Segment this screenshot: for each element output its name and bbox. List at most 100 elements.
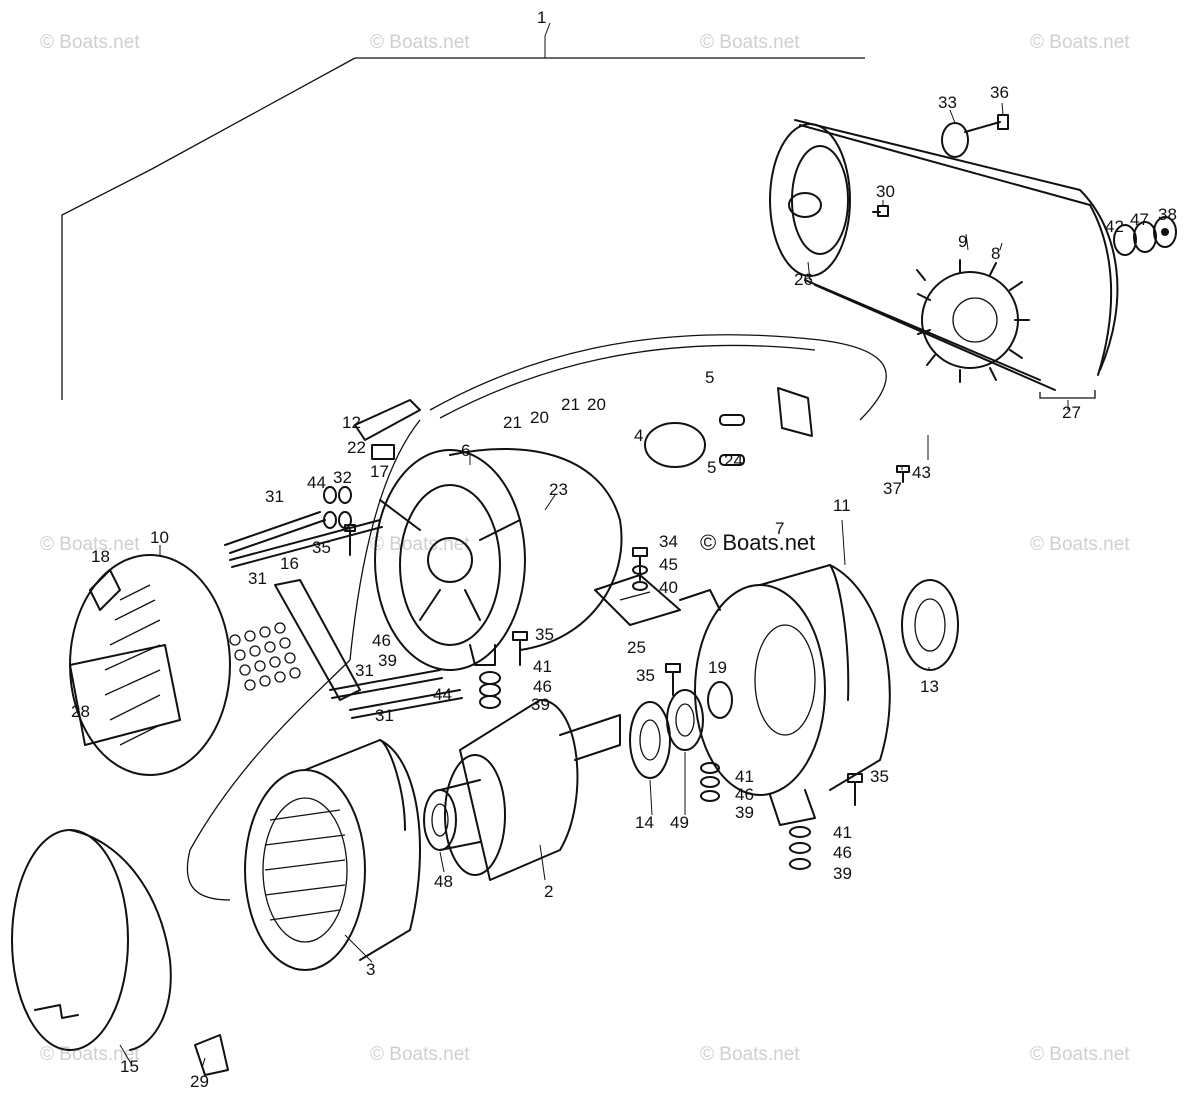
center-hardware — [323, 486, 501, 709]
callout-46: 46 — [533, 677, 552, 696]
bearing-cover — [901, 579, 959, 671]
callout-30: 30 — [876, 182, 895, 201]
end-bracket — [374, 447, 623, 671]
callout-37: 37 — [883, 479, 902, 498]
callout-44: 44 — [307, 473, 326, 492]
terminal-block — [354, 399, 421, 460]
terminal-board — [229, 579, 361, 701]
callout-29: 29 — [190, 1072, 209, 1091]
callout-46: 46 — [372, 631, 391, 650]
washer-stack — [632, 565, 811, 870]
callout-19: 19 — [708, 658, 727, 677]
watermark: © Boats.net — [370, 32, 470, 53]
copyright-label: © Boats.net — [700, 530, 815, 555]
callout-3: 3 — [366, 960, 375, 979]
callout-22: 22 — [347, 438, 366, 457]
brush-holder — [644, 387, 813, 468]
callout-2: 2 — [544, 882, 553, 901]
callout-44: 44 — [433, 685, 452, 704]
callout-47: 47 — [1130, 210, 1149, 229]
callout-13: 13 — [920, 677, 939, 696]
callout-34: 34 — [659, 532, 678, 551]
callout-46: 46 — [833, 843, 852, 862]
callout-35: 35 — [870, 767, 889, 786]
callout-27: 27 — [1062, 403, 1081, 422]
leader-lines — [119, 22, 1069, 1069]
callout-4: 4 — [634, 426, 643, 445]
watermark: © Boats.net — [1030, 32, 1130, 53]
callout-15: 15 — [120, 1057, 139, 1076]
callout-18: 18 — [91, 547, 110, 566]
callout-36: 36 — [990, 83, 1009, 102]
callout-33: 33 — [938, 93, 957, 112]
callout-labels: 1 2 3 4 5 5 6 7 8 9 10 11 12 13 14 15 16… — [71, 8, 1177, 1091]
stator-shroud — [11, 829, 229, 1076]
rear-cover-hardware — [872, 114, 1177, 256]
watermark: © Boats.net — [1030, 534, 1130, 555]
callout-38: 38 — [1158, 205, 1177, 224]
callout-49: 49 — [670, 813, 689, 832]
watermark: © Boats.net — [700, 32, 800, 53]
front-housing — [679, 564, 891, 826]
callout-6: 6 — [461, 441, 470, 460]
callout-28: 28 — [71, 702, 90, 721]
callout-8: 8 — [991, 244, 1000, 263]
end-cover — [69, 554, 231, 776]
callout-41: 41 — [735, 767, 754, 786]
callout-35: 35 — [636, 666, 655, 685]
callout-48: 48 — [434, 872, 453, 891]
callout-25: 25 — [627, 638, 646, 657]
callout-7: 7 — [775, 519, 784, 538]
watermark: © Boats.net — [370, 1044, 470, 1065]
bearings — [629, 681, 733, 779]
callout-31: 31 — [265, 487, 284, 506]
callout-40: 40 — [659, 578, 678, 597]
callout-41: 41 — [833, 823, 852, 842]
watermark: © Boats.net — [370, 534, 470, 555]
watermark: © Boats.net — [40, 534, 140, 555]
callout-10: 10 — [150, 528, 169, 547]
watermark: © Boats.net — [40, 32, 140, 53]
callout-5: 5 — [707, 458, 716, 477]
callout-16: 16 — [280, 554, 299, 573]
bolts — [512, 465, 910, 806]
callout-32: 32 — [333, 468, 352, 487]
callout-43: 43 — [912, 463, 931, 482]
callout-21: 21 — [503, 413, 522, 432]
callout-42: 42 — [1105, 217, 1124, 236]
callout-39: 39 — [735, 803, 754, 822]
callout-39: 39 — [378, 651, 397, 670]
callout-5: 5 — [705, 368, 714, 387]
callout-31: 31 — [355, 661, 374, 680]
callout-20: 20 — [530, 408, 549, 427]
assembly-bracket — [61, 36, 865, 400]
callout-9: 9 — [958, 232, 967, 251]
callout-45: 45 — [659, 555, 678, 574]
callout-17: 17 — [370, 462, 389, 481]
callout-24: 24 — [724, 451, 743, 470]
mounting-bracket — [594, 574, 681, 626]
callout-11: 11 — [833, 496, 851, 515]
stator — [244, 739, 421, 971]
rear-cover-assembly — [769, 119, 1119, 399]
callout-26: 26 — [794, 270, 813, 289]
watermark: © Boats.net — [700, 1044, 800, 1065]
watermark: © Boats.net — [1030, 1044, 1130, 1065]
watermark-layer: © Boats.net © Boats.net © Boats.net © Bo… — [40, 32, 1130, 1065]
callout-39: 39 — [833, 864, 852, 883]
callout-46: 46 — [735, 785, 754, 804]
callout-35: 35 — [535, 625, 554, 644]
rotor — [423, 699, 621, 881]
callout-35: 35 — [312, 538, 331, 557]
callout-39: 39 — [531, 695, 550, 714]
callout-23: 23 — [549, 480, 568, 499]
callout-12: 12 — [342, 413, 361, 432]
callout-21: 21 — [561, 395, 580, 414]
callout-31: 31 — [375, 706, 394, 725]
callout-20: 20 — [587, 395, 606, 414]
callout-1: 1 — [537, 8, 546, 27]
callout-31: 31 — [248, 569, 267, 588]
callout-14: 14 — [635, 813, 654, 832]
callout-41: 41 — [533, 657, 552, 676]
